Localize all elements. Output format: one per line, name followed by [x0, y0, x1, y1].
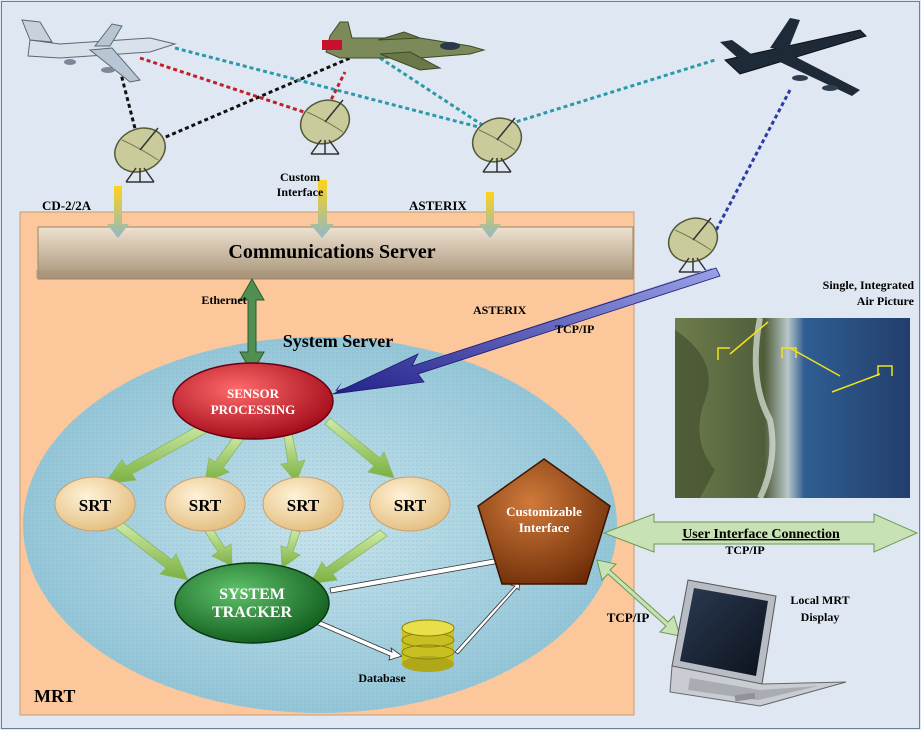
link-airliner-radar3	[174, 46, 491, 132]
label-tcpip-right: TCP/IP	[555, 322, 594, 336]
label-asterix-right: ASTERIX	[473, 303, 527, 317]
customizable-interface-node	[477, 458, 611, 585]
radar-dish-icon	[667, 217, 719, 273]
feed-arrow-cd2	[107, 186, 129, 238]
radar-dish-icon	[114, 127, 166, 183]
laptop-icon	[669, 579, 847, 707]
asterix-tcpip-arrow-shape	[332, 267, 721, 395]
srt-label-3: SRT	[287, 496, 320, 515]
feed-arrows	[107, 180, 501, 238]
srt-label-4: SRT	[394, 496, 427, 515]
database-label: Database	[358, 671, 406, 685]
user-interface-connection-tcpip: TCP/IP	[725, 543, 764, 557]
processing-arrows	[103, 417, 395, 585]
bomber-icon	[720, 18, 867, 96]
label-cd2: CD-2/2A	[42, 198, 92, 213]
system-tracker-label-line1: SYSTEM	[219, 586, 285, 603]
satellite-map-image	[675, 317, 910, 500]
communications-server	[36, 226, 634, 280]
communications-server-label: Communications Server	[228, 241, 435, 263]
label-custom-interface-line1: Custom	[280, 170, 320, 184]
single-air-picture-label-line2: Air Picture	[857, 294, 915, 308]
label-asterix-top: ASTERIX	[409, 198, 467, 213]
link-fighter-radar3	[379, 56, 491, 132]
system-server-label: System Server	[283, 331, 393, 351]
label-custom-interface-line2: Interface	[277, 185, 324, 199]
customizable-interface-label-line2: Interface	[519, 520, 570, 535]
radar-dish-icon	[299, 99, 351, 155]
link-airliner-radar2	[139, 56, 323, 120]
feed-arrow-asterix	[479, 192, 501, 238]
srt-label-2: SRT	[189, 496, 222, 515]
single-air-picture-label-line1: Single, Integrated	[823, 278, 915, 292]
user-interface-connection-arrow	[602, 513, 919, 553]
label-ethernet: Ethernet	[201, 293, 246, 307]
feed-arrow-custom	[310, 180, 334, 238]
srt-node-4	[369, 476, 451, 532]
sensor-processing-label-line2: PROCESSING	[211, 402, 296, 417]
srt-node-1	[54, 476, 136, 532]
sensor-processing-label-line1: SENSOR	[227, 386, 280, 401]
laptop-link-tcpip-label: TCP/IP	[607, 610, 650, 625]
sensor-processing-node	[172, 362, 334, 440]
srt-node-2	[164, 476, 246, 532]
system-tracker-node	[174, 562, 330, 644]
srt-label-1: SRT	[79, 496, 112, 515]
user-interface-connection-label: User Interface Connection	[682, 527, 840, 542]
srt-node-3	[262, 476, 344, 532]
local-mrt-display-label-line2: Display	[801, 610, 840, 624]
system-tracker-label-line2: TRACKER	[212, 604, 292, 621]
local-mrt-display-label-line1: Local MRT	[790, 593, 849, 607]
database-cylinder-icon	[401, 619, 455, 672]
customizable-interface-label-line1: Customizable	[506, 504, 582, 519]
radar-dish-icon	[471, 117, 523, 173]
link-bomber-radar3	[489, 58, 716, 132]
link-fighter-radar1	[139, 56, 351, 150]
airliner-icon	[21, 19, 177, 83]
mrt-label: MRT	[34, 686, 75, 706]
fighter-jet-icon	[322, 21, 486, 71]
